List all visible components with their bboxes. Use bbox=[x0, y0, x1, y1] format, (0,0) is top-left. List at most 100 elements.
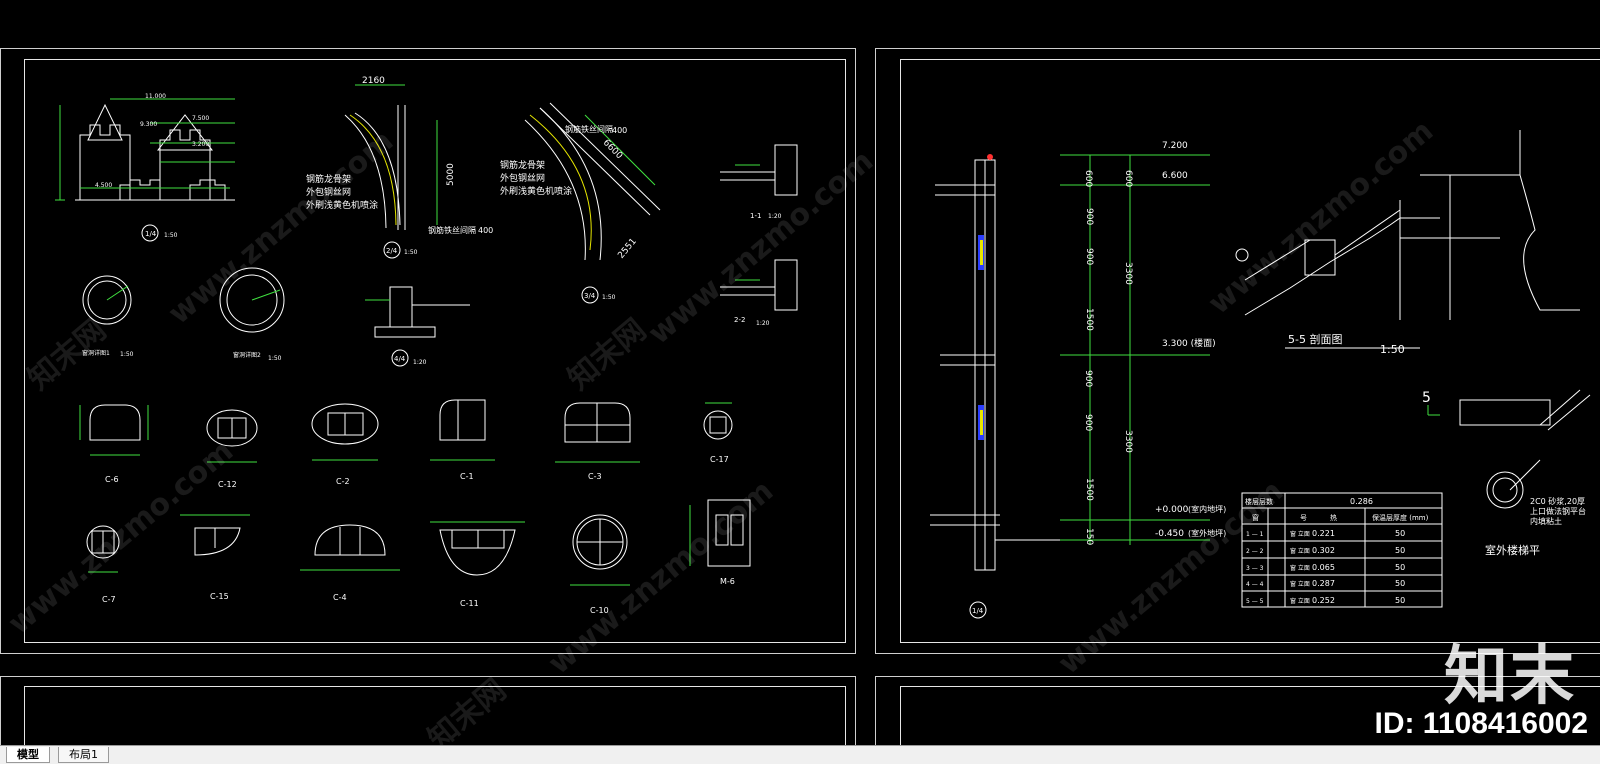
dim-6600: 6600 bbox=[601, 138, 624, 161]
elev-7200: 7.200 bbox=[1162, 141, 1188, 151]
stair-plan: 5 2C0 砂浆,20厚 上口做法钢平台 内填粘土 室外楼梯平 bbox=[1422, 389, 1591, 557]
elev-0000: +0.000 bbox=[1155, 505, 1189, 515]
brand-logo: 知末 bbox=[1444, 640, 1576, 714]
elev-note-outdoor: (室外地坪) bbox=[1188, 528, 1226, 538]
window-label-C-10: C-10 bbox=[590, 606, 609, 615]
label-window-detail-2: 窗洞详图2 bbox=[233, 351, 261, 359]
section-mark: 5 bbox=[1422, 390, 1431, 406]
table-subheader-2: 热 bbox=[1330, 513, 1337, 522]
table-subheader-3: 保温层厚度 (mm) bbox=[1372, 513, 1429, 522]
label-1-1: 1-1 bbox=[750, 212, 761, 220]
table-cell: 50 bbox=[1395, 529, 1405, 538]
dim-600b: 600 bbox=[1123, 170, 1133, 187]
scale-3: 1:50 bbox=[602, 294, 616, 301]
windows-row-2 bbox=[86, 499, 751, 586]
wall-section: 1/4 bbox=[930, 154, 1075, 619]
dim-3300a: 3300 bbox=[1123, 262, 1133, 285]
elevation-marks: 7.200 6.600 3.300 (楼面) +0.000 -0.450 (室内… bbox=[1155, 141, 1226, 539]
table-cell: 2 — 2 bbox=[1246, 548, 1264, 555]
scale-4: 1:20 bbox=[768, 213, 782, 220]
table-subheader-0: 窗 bbox=[1252, 513, 1259, 522]
stair-plan-title: 室外楼梯平 bbox=[1485, 543, 1540, 557]
window-label-C-12: C-12 bbox=[218, 480, 237, 489]
scale-7: 1:50 bbox=[120, 351, 134, 358]
svg-text:1/4: 1/4 bbox=[972, 607, 984, 615]
window-label-C-1: C-1 bbox=[460, 472, 474, 481]
label-window-detail-1: 窗洞详图1 bbox=[82, 349, 110, 357]
dim-150: 150 bbox=[1084, 528, 1094, 545]
scale-2: 1:50 bbox=[404, 249, 418, 256]
left-sheet bbox=[0, 48, 856, 654]
window-label-C-3: C-3 bbox=[588, 472, 602, 481]
table-header-1: 0.286 bbox=[1350, 497, 1373, 506]
window-label-C-7: C-7 bbox=[102, 595, 116, 604]
castle-elevation: 11.000 9.300 7.500 3.200 4.500 1/4 1:50 bbox=[55, 93, 235, 242]
stair-note-2: 上口做法钢平台 bbox=[1530, 506, 1586, 516]
section-scale: 1:50 bbox=[1380, 343, 1405, 356]
dim-900c: 900 bbox=[1083, 370, 1093, 387]
window-label-C-2: C-2 bbox=[336, 477, 350, 486]
table-cell: 50 bbox=[1395, 563, 1405, 572]
scale-8: 1:50 bbox=[268, 355, 282, 362]
dim-3300b: 3300 bbox=[1123, 430, 1133, 453]
windows-row-1-labels: C-6 C-12 C-2 C-1 C-3 C-17 bbox=[105, 455, 729, 489]
note-1: 钢筋龙骨架 bbox=[306, 173, 351, 185]
table-cell: 窗 立面 bbox=[1290, 564, 1310, 572]
right-sheet bbox=[875, 48, 1600, 654]
window-label-C-17: C-17 bbox=[710, 455, 729, 464]
svg-text:2/4: 2/4 bbox=[386, 247, 398, 255]
dim-5000: 5000 bbox=[446, 163, 456, 186]
dim-3200: 3.200 bbox=[192, 141, 209, 148]
table-cell: 50 bbox=[1395, 579, 1405, 588]
tab-model[interactable]: 模型 bbox=[6, 747, 50, 763]
thermal-table: 楼层层数 0.286 窗 号 热 保温层厚度 (mm) 1 — 1 窗 立面 0… bbox=[1241, 492, 1443, 608]
stair-section-5-5: 5-5 剖面图 1:50 bbox=[1235, 130, 1580, 356]
window-label-M-6: M-6 bbox=[720, 577, 735, 586]
cad-drawing: 11.000 9.300 7.500 3.200 4.500 1/4 1:50 … bbox=[55, 76, 1591, 619]
dim-900d: 900 bbox=[1083, 414, 1093, 431]
dim-900b: 900 bbox=[1084, 248, 1094, 265]
table-cell: 窗 立面 bbox=[1290, 530, 1310, 538]
dim-600a: 600 bbox=[1083, 170, 1093, 187]
table-cell: 窗 立面 bbox=[1290, 547, 1310, 555]
label-2-2: 2-2 bbox=[734, 316, 745, 324]
window-label-C-4: C-4 bbox=[333, 593, 347, 602]
window-label-C-15: C-15 bbox=[210, 592, 229, 601]
tab-layout1[interactable]: 布局1 bbox=[58, 747, 109, 763]
window-label-C-6: C-6 bbox=[105, 475, 119, 484]
note-10: 400 bbox=[612, 126, 627, 135]
table-cell: 窗 立面 bbox=[1290, 597, 1310, 605]
elev-note-indoor: (室内地坪) bbox=[1188, 504, 1226, 514]
note-5: 外包钢丝网 bbox=[500, 172, 545, 184]
table-cell: 50 bbox=[1395, 596, 1405, 605]
table-cell: 0.287 bbox=[1312, 579, 1335, 588]
table-header-0: 楼层层数 bbox=[1245, 497, 1273, 506]
table-cell: 0.252 bbox=[1312, 596, 1335, 605]
table-cell: 0.221 bbox=[1312, 529, 1335, 538]
dim-11000: 11.000 bbox=[145, 93, 166, 100]
note-2: 外包钢丝网 bbox=[306, 186, 351, 198]
dim-2160: 2160 bbox=[362, 76, 385, 86]
right-sheet-frame bbox=[900, 59, 1600, 643]
note-8: 钢筋铁丝间隔 bbox=[565, 124, 613, 134]
note-4: 钢筋龙骨架 bbox=[500, 159, 545, 171]
dim-9300: 9.300 bbox=[140, 121, 157, 128]
detail-1-1: 1-1 1:20 2-2 1:20 bbox=[720, 144, 798, 327]
elev-6600: 6.600 bbox=[1162, 171, 1188, 181]
image-id: ID: 1108416002 bbox=[1374, 707, 1588, 740]
table-cell: 50 bbox=[1395, 546, 1405, 555]
table-cell: 0.065 bbox=[1312, 563, 1335, 572]
stair-note-1: 2C0 砂浆,20厚 bbox=[1530, 496, 1585, 506]
scale-5: 1:20 bbox=[756, 320, 770, 327]
dim-2551: 2551 bbox=[616, 237, 638, 261]
elev-0450: -0.450 bbox=[1155, 529, 1184, 539]
elev-3300: 3.300 (楼面) bbox=[1162, 337, 1216, 349]
stair-note-3: 内填粘土 bbox=[1530, 516, 1562, 526]
windows-row-2-labels: C-7 C-15 C-4 C-11 C-10 M-6 bbox=[102, 577, 735, 615]
dim-1500b: 1500 bbox=[1084, 478, 1094, 501]
round-window-details: 窗洞详图1 1:50 窗洞详图2 1:50 bbox=[82, 267, 285, 362]
note-3: 外刷浅黄色机喷涂 bbox=[306, 199, 378, 211]
table-cell: 0.302 bbox=[1312, 546, 1335, 555]
window-label-C-11: C-11 bbox=[460, 599, 479, 608]
